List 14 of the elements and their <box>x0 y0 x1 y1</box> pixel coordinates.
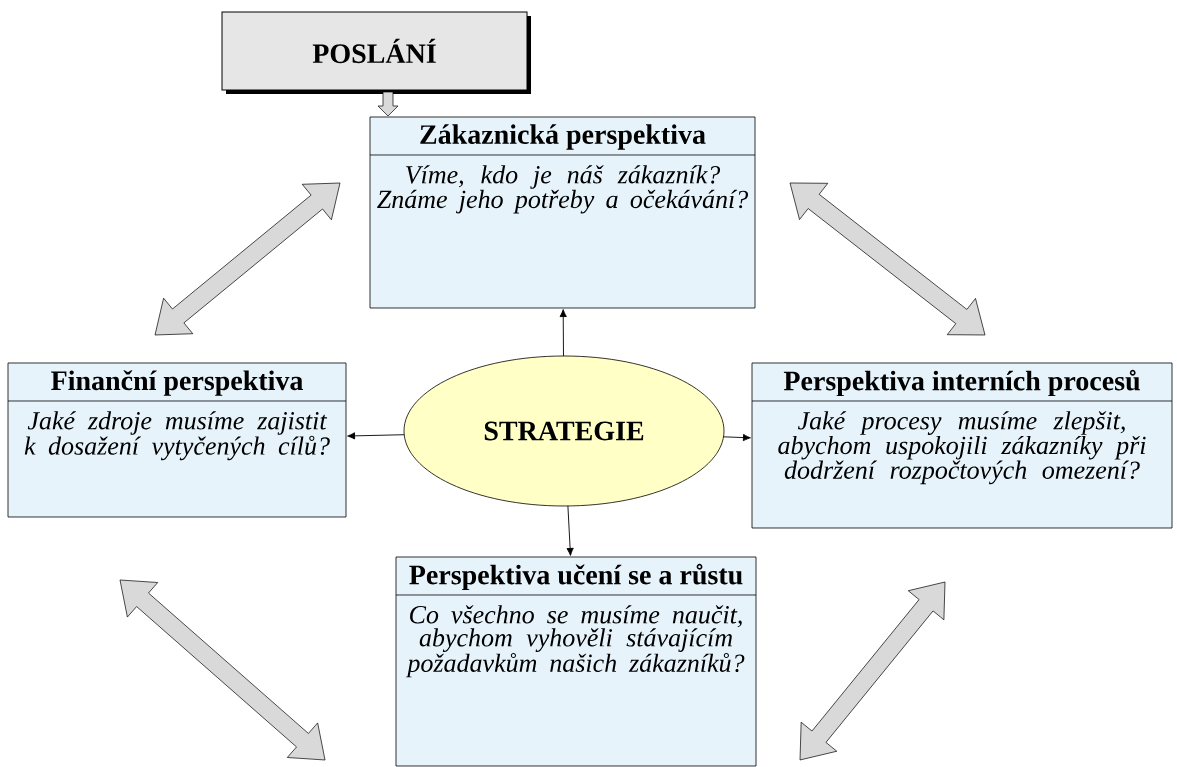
double-arrow <box>789 182 986 336</box>
double-arrow <box>799 581 946 761</box>
block-arrow <box>377 91 399 117</box>
double-arrow <box>119 579 326 761</box>
perspective-box: Zákaznická perspektiva Víme, kdo je náš zákazník? Známe jeho potřeby a očekávání? <box>369 116 756 309</box>
perspective-box: Perspektiva učení se a růstu Co všechno se musíme naučit, abychom vyhověli stávajícím požadavkům našich zákazníků? <box>395 556 757 767</box>
double-arrow <box>154 182 341 336</box>
arrow <box>723 433 751 442</box>
perspective-box: Perspektiva interních procesů Jaké procesy musíme zlepšit, abychom uspokojili zákazníky při dodržení rozpočtových omezení? <box>751 362 1173 529</box>
arrow <box>347 432 405 440</box>
arrow <box>559 309 567 357</box>
perspective-box: Finanční perspektiva Jaké zdroje musíme zajistit k dosažení vytyčených cílů? <box>7 362 347 518</box>
arrow <box>566 505 574 556</box>
mission-box: POSLÁNÍ <box>221 11 531 94</box>
